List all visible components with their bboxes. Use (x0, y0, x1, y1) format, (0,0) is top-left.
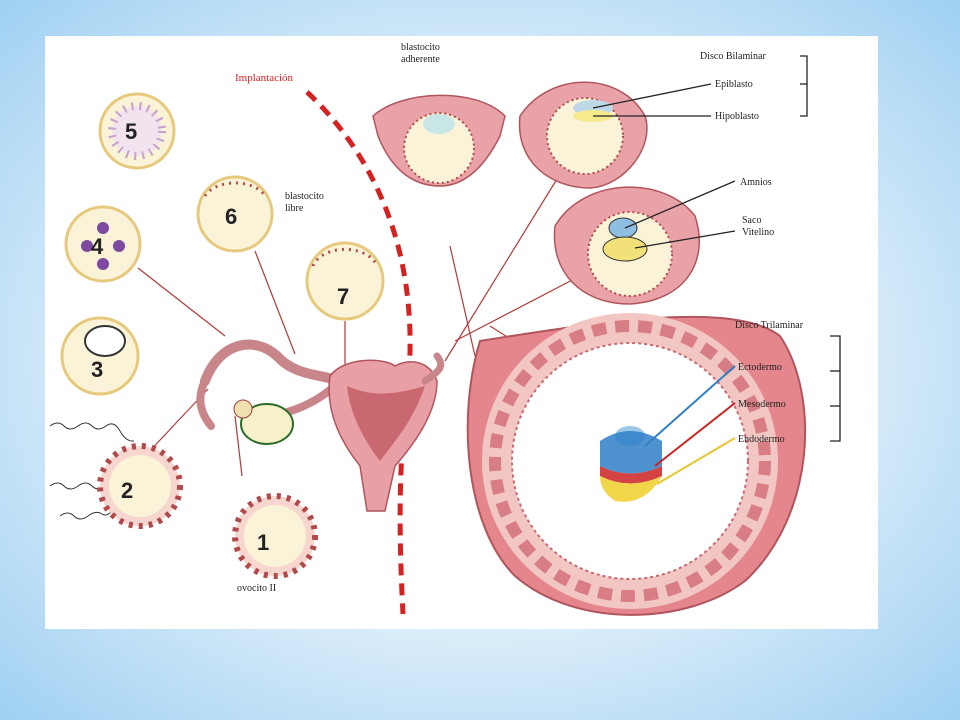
mesoderm-line (654, 402, 736, 467)
blastocyst-adherent-label-1: blastocito (401, 42, 440, 53)
stage-1-cell: 1 (232, 493, 318, 579)
svg-text:7: 7 (337, 284, 349, 309)
embryo-implantation-diagram: 1 2 3 4 5 6 7 (45, 36, 878, 629)
endodermo-label: Endodermo (738, 434, 785, 445)
label-lines (592, 55, 841, 442)
ectodermo-label: Ectodermo (738, 362, 782, 373)
endoderm-line (656, 437, 736, 485)
saco-label-2: Vitelino (742, 227, 774, 238)
stage-6-cell: 6 (196, 175, 274, 253)
stage-7-cell: 7 (305, 241, 385, 321)
stage-5-cell: 5 (98, 92, 176, 170)
epiblasto-label: Epiblasto (715, 79, 753, 90)
bilaminar-disc-illustration (518, 81, 648, 189)
blastocyst-adherent-label-2: adherente (401, 54, 440, 65)
trilaminar-disc-illustration (466, 313, 807, 616)
saco-label-1: Saco (742, 215, 761, 226)
ectoderm-line (644, 365, 736, 447)
amnios-label: Amnios (740, 177, 772, 188)
blastocyst-adherent-illustration (372, 94, 506, 187)
implantacion-label: Implantación (235, 72, 294, 84)
stage-2-cell: 2 (97, 443, 183, 529)
svg-text:3: 3 (91, 357, 103, 382)
svg-text:2: 2 (121, 478, 133, 503)
svg-text:5: 5 (125, 119, 137, 144)
svg-text:6: 6 (225, 204, 237, 229)
amnion-yolk-sac-illustration (553, 186, 700, 305)
implantation-path (305, 90, 413, 615)
ovocito-label: ovocito II (237, 583, 276, 594)
ovary (233, 399, 294, 445)
blastocyst-free-label-1: blastocito (285, 191, 324, 202)
blastocyst-free-label-2: libre (285, 203, 304, 214)
stage-4-cell: 4 (64, 205, 142, 283)
svg-text:1: 1 (257, 530, 269, 555)
stage-3-cell: 3 (60, 316, 140, 396)
mesodermo-label: Mesodermo (738, 399, 786, 410)
hipoblasto-label: Hipoblasto (715, 111, 759, 122)
disco-trilaminar-label: Disco Trilaminar (735, 320, 804, 331)
svg-text:4: 4 (91, 234, 104, 259)
disco-bilaminar-label: Disco Bilaminar (700, 51, 766, 62)
